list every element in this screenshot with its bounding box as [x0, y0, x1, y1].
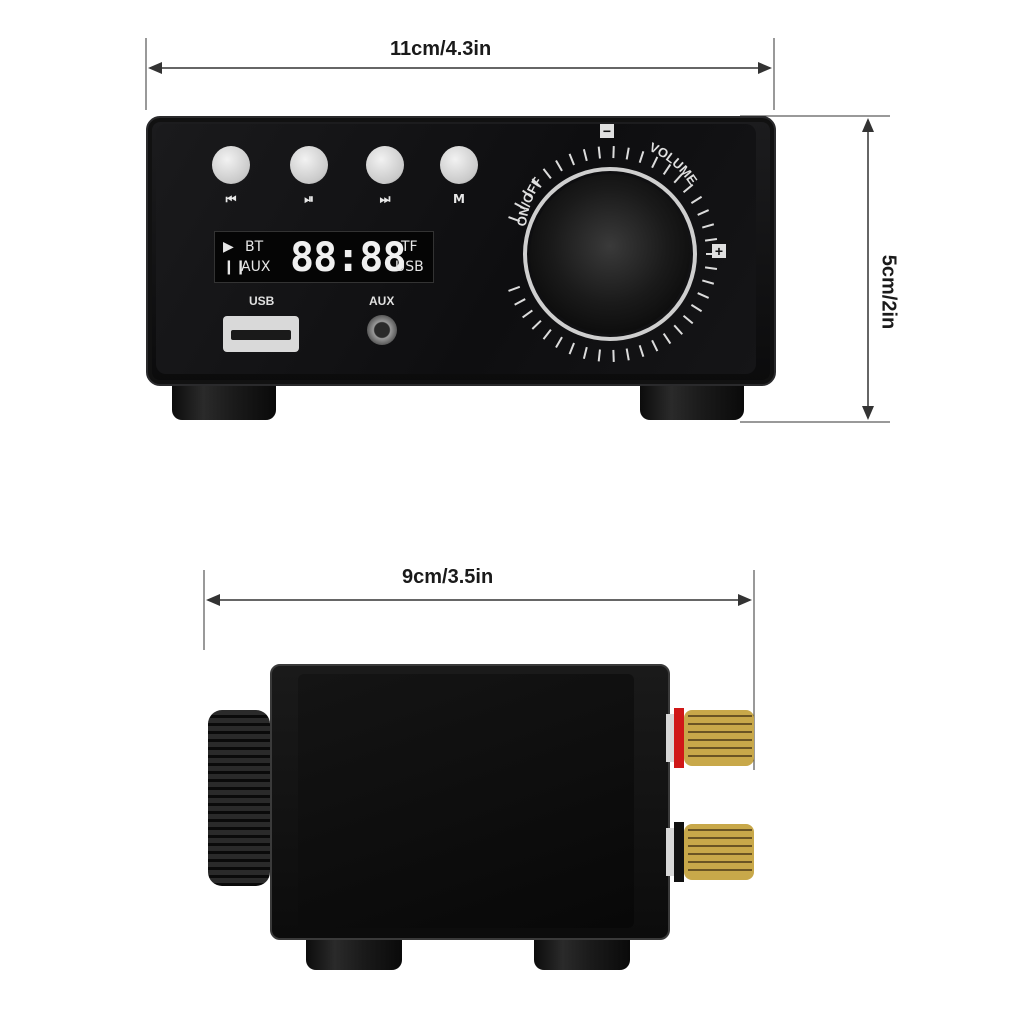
- scale-tick: [531, 319, 542, 330]
- scale-tick: [673, 173, 684, 184]
- prev-icon: ⏮: [225, 192, 237, 206]
- scale-tick: [522, 189, 533, 199]
- mode-icon: M: [453, 192, 465, 206]
- scale-tick: [702, 279, 715, 285]
- scale-tick: [555, 336, 563, 349]
- scale-tick: [514, 202, 526, 210]
- play-pause-icon: ⏯: [304, 192, 314, 206]
- scale-tick: [508, 285, 521, 292]
- scale-tick: [662, 333, 672, 345]
- front-width-label: 11cm/4.3in: [390, 38, 492, 60]
- scale-tick: [531, 178, 542, 189]
- scale-tick: [638, 344, 645, 358]
- mode-button[interactable]: [440, 146, 478, 184]
- usb-slot: [231, 330, 291, 340]
- scale-tick: [682, 314, 694, 325]
- scale-tick: [697, 292, 710, 299]
- side-depth-label: 9cm/3.5in: [402, 566, 494, 588]
- scale-tick: [514, 298, 526, 306]
- scale-tick: [690, 304, 703, 313]
- scale-tick: [704, 266, 718, 271]
- play-indicator-icon: ▶: [223, 239, 234, 255]
- front-right-foot: [640, 382, 744, 420]
- scale-tick: [704, 237, 718, 242]
- prev-button[interactable]: [212, 146, 250, 184]
- volume-knob[interactable]: ON/OFF VOLUME − +: [498, 118, 758, 380]
- scale-tick: [682, 183, 694, 194]
- black-speaker-terminal: [666, 822, 754, 882]
- scale-tick: [582, 346, 588, 360]
- scale-tick: [522, 309, 533, 319]
- scale-tick: [542, 329, 552, 340]
- scale-tick: [582, 148, 588, 162]
- scale-tick: [651, 156, 659, 169]
- scale-tick: [662, 163, 672, 175]
- scale-tick: [568, 153, 575, 166]
- volume-scale-ticks: [508, 146, 718, 362]
- tf-indicator: TF: [401, 239, 418, 255]
- scale-tick: [638, 150, 645, 164]
- usb-port-label: USB: [249, 294, 275, 308]
- bt-indicator: BT: [245, 239, 264, 255]
- plus-icon: +: [715, 243, 723, 259]
- scale-tick: [597, 349, 601, 362]
- side-panel: [298, 674, 634, 928]
- front-left-foot: [172, 382, 276, 420]
- led-display: ▶ BT ❙❙ AUX 88:88 TF USB: [214, 231, 434, 283]
- scale-tick: [690, 195, 703, 204]
- scale-tick: [508, 216, 521, 223]
- side-left-foot: [306, 934, 402, 970]
- red-speaker-terminal: [666, 708, 754, 768]
- scale-tick: [625, 147, 630, 160]
- next-icon: ⏭: [379, 192, 391, 206]
- scale-tick: [597, 146, 601, 159]
- aux-indicator: AUX: [241, 259, 271, 275]
- usb-port[interactable]: [223, 316, 299, 352]
- side-right-foot: [534, 934, 630, 970]
- pause-indicator-icon: ❙❙: [223, 259, 247, 275]
- scale-tick: [651, 339, 659, 352]
- height-label: 5cm/2in: [877, 254, 900, 330]
- amplifier-side-view: [270, 664, 670, 940]
- scale-tick: [625, 348, 630, 361]
- side-volume-knob: [208, 710, 270, 886]
- amplifier-front-view: ⏮ ⏯ ⏭ M ▶ BT ❙❙ AUX 88:88 TF USB USB AUX…: [146, 116, 776, 386]
- scale-tick: [542, 168, 552, 179]
- scale-tick: [555, 159, 563, 172]
- scale-tick: [673, 324, 684, 335]
- usb-indicator: USB: [395, 259, 424, 275]
- display-clock: 88:88: [290, 235, 406, 281]
- minus-icon: −: [603, 123, 611, 139]
- aux-port-label: AUX: [369, 294, 395, 308]
- scale-tick: [697, 209, 710, 216]
- aux-port[interactable]: [367, 315, 397, 345]
- scale-tick: [702, 223, 715, 229]
- next-button[interactable]: [366, 146, 404, 184]
- play-pause-button[interactable]: [290, 146, 328, 184]
- scale-tick: [568, 342, 575, 355]
